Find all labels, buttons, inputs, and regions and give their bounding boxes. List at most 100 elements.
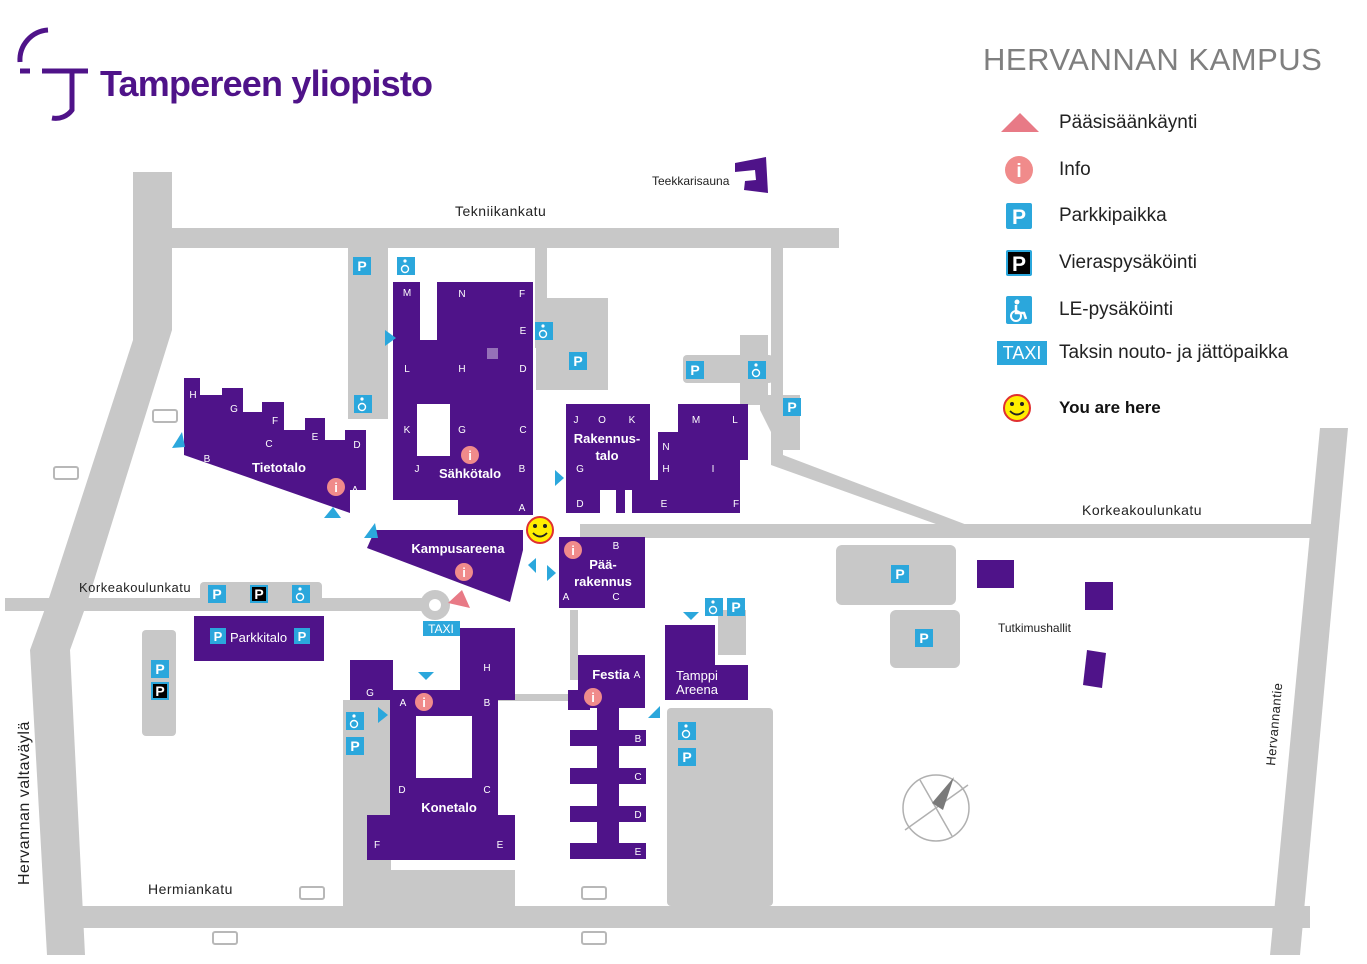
svg-text:P: P	[1012, 206, 1026, 229]
svg-text:H: H	[458, 364, 465, 375]
legend-row-you-are-here: You are here	[995, 392, 1161, 424]
svg-text:A: A	[519, 503, 526, 514]
svg-text:B: B	[484, 698, 491, 709]
svg-text:B: B	[204, 454, 211, 465]
buildings	[184, 157, 1113, 860]
svg-text:G: G	[458, 425, 466, 436]
parking-icon: P	[915, 629, 933, 647]
building-tutkimushall-1	[977, 560, 1014, 588]
svg-text:K: K	[629, 415, 636, 426]
entrance-arrow-icon	[378, 707, 388, 723]
accessible-parking-icon	[397, 257, 415, 275]
svg-text:C: C	[612, 592, 619, 603]
svg-text:F: F	[374, 840, 380, 851]
parking-icon: P	[686, 361, 704, 379]
entrance-arrow-icon	[324, 507, 341, 518]
bus-stop-icon	[299, 886, 325, 900]
label-teekkarisauna: Teekkarisauna	[652, 174, 730, 188]
visitor-parking-icon: P	[1006, 250, 1032, 276]
svg-text:B: B	[519, 464, 526, 475]
building-teekkarisauna	[735, 157, 768, 193]
label-paarakennus-1: Pää-	[589, 557, 616, 572]
parking-icon: P	[208, 585, 226, 603]
parking-icon: P	[727, 598, 745, 616]
road-hermiankatu	[70, 906, 1310, 928]
label-tutkimushallit: Tutkimushallit	[998, 621, 1072, 635]
parking-icon: P	[346, 737, 364, 755]
svg-text:P: P	[350, 738, 359, 754]
info-markers: i i i i i i	[327, 446, 602, 711]
label-kampusareena: Kampusareena	[411, 541, 505, 556]
accessible-parking-icon	[1006, 296, 1032, 324]
legend-row-taxi: TAXI Taksin nouto- ja jättöpaikka	[995, 341, 1288, 365]
svg-text:i: i	[334, 480, 338, 495]
building-tietotalo	[184, 378, 366, 513]
street-hervannantie: Hervannantie	[1263, 682, 1285, 766]
info-icon: i	[1005, 156, 1033, 184]
parking-icon: P	[891, 565, 909, 583]
svg-text:A: A	[634, 670, 641, 681]
entrance-arrow-icon	[172, 432, 185, 448]
accessible-parking-icon	[346, 712, 364, 730]
bus-stop-icon	[581, 886, 607, 900]
svg-text:D: D	[519, 364, 526, 375]
svg-text:E: E	[635, 847, 642, 858]
legend-label: Taksin nouto- ja jättöpaikka	[1059, 342, 1289, 363]
svg-text:P: P	[787, 399, 796, 415]
university-logo-icon	[17, 27, 88, 121]
svg-text:I: I	[405, 500, 408, 511]
svg-text:D: D	[634, 810, 641, 821]
info-icon: i	[455, 563, 473, 581]
svg-text:N: N	[458, 289, 465, 300]
label-rakennustalo-2: talo	[595, 448, 618, 463]
entrance-arrow-icon	[385, 330, 396, 346]
building-rakennustalo	[566, 404, 748, 513]
legend-label: LE-pysäköinti	[1059, 299, 1174, 320]
street-korkeakoulunkatu-east: Korkeakoulunkatu	[1082, 502, 1202, 518]
svg-text:H: H	[189, 390, 196, 401]
accessible-parking-icon	[705, 598, 723, 616]
accessible-parking-icon	[678, 722, 696, 740]
svg-text:P: P	[731, 599, 740, 615]
svg-text:i: i	[571, 543, 575, 558]
building-kampusareena	[367, 530, 523, 602]
svg-text:P: P	[690, 362, 699, 378]
entrance-arrow-icon	[364, 523, 378, 538]
main-entrance-triangle-icon	[448, 590, 470, 608]
parking-letter: P	[298, 629, 307, 644]
legend-row-accessible: LE-pysäköinti	[995, 294, 1173, 326]
svg-text:F: F	[733, 499, 739, 510]
svg-text:i: i	[462, 565, 466, 580]
svg-text:B: B	[635, 734, 642, 745]
svg-text:P: P	[1012, 253, 1026, 276]
svg-text:M: M	[403, 288, 411, 299]
svg-text:A: A	[400, 698, 407, 709]
svg-text:G: G	[576, 464, 584, 475]
building-tutkimushall-2	[1085, 582, 1113, 610]
smiley-icon	[1003, 394, 1031, 422]
street-hervannan-valtavayla: Hervannan valtaväylä	[16, 721, 33, 885]
entrance-arrow-icon	[683, 612, 699, 620]
svg-text:C: C	[483, 785, 490, 796]
label-tietotalo: Tietotalo	[252, 460, 306, 475]
logo: Tampereen yliopisto	[16, 26, 456, 126]
svg-text:P: P	[573, 353, 582, 369]
svg-text:P: P	[212, 586, 221, 602]
svg-text:E: E	[520, 326, 527, 337]
label-tamppi-1: Tamppi	[676, 668, 718, 683]
legend-row-visitor: P Vieraspysäköinti	[995, 248, 1197, 278]
svg-text:i: i	[468, 448, 472, 463]
legend-label: You are here	[1059, 398, 1161, 417]
accessible-parking-icon	[292, 585, 310, 603]
info-icon: i	[461, 446, 479, 464]
svg-text:i: i	[1016, 161, 1021, 182]
building-labels: Tietotalo Sähkötalo Rakennus- talo Kampu…	[252, 431, 640, 815]
info-icon: i	[415, 693, 433, 711]
parking-icon: P	[353, 257, 371, 275]
entrance-arrow-icon	[418, 672, 434, 680]
label-sahkotalo: Sähkötalo	[439, 466, 501, 481]
taxi-icon: TAXI	[997, 341, 1047, 365]
legend-row-parking: P Parkkipaikka	[995, 201, 1167, 231]
